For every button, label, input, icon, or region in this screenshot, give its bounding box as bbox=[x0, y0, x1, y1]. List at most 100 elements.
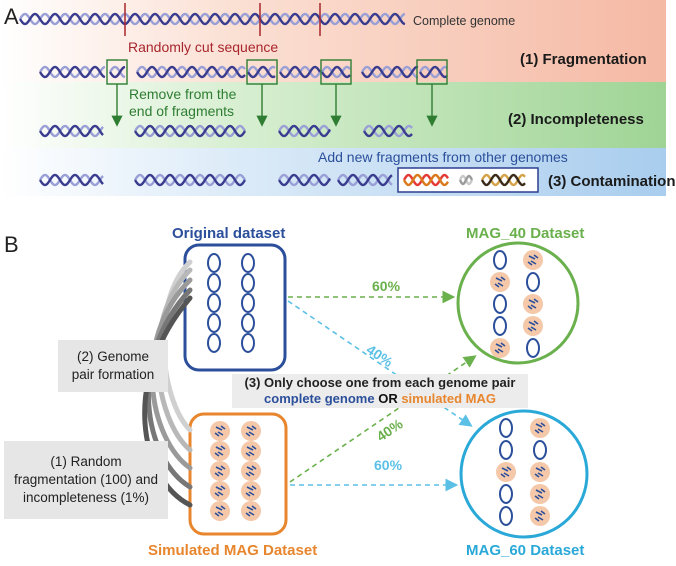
mag-icon bbox=[490, 338, 510, 358]
fragment-mark bbox=[495, 277, 503, 282]
mag-icon bbox=[523, 294, 543, 314]
mag-icon bbox=[530, 418, 550, 438]
choose-box: (3) Only choose one from each genome pai… bbox=[232, 374, 528, 408]
mag-icon bbox=[523, 250, 543, 270]
mag-icon bbox=[241, 421, 261, 441]
fragment-mark bbox=[217, 431, 224, 436]
fragment-mark bbox=[528, 321, 536, 326]
genome-icon bbox=[207, 253, 221, 273]
pct-simulated-to-mag60: 60% bbox=[374, 457, 403, 473]
fragment-mark bbox=[220, 465, 226, 470]
genome-icon bbox=[241, 273, 255, 293]
dna-strand bbox=[402, 173, 449, 187]
dna-strand bbox=[38, 65, 106, 79]
dna-strand bbox=[133, 173, 247, 187]
fragment-mark bbox=[251, 465, 257, 470]
fragment-mark bbox=[537, 516, 544, 521]
fragment-mark bbox=[535, 489, 543, 494]
genome-icon bbox=[241, 313, 255, 333]
fragment-mark bbox=[537, 472, 544, 477]
fragment-mark bbox=[535, 511, 543, 516]
genome-icon bbox=[499, 506, 513, 526]
mag60-title: MAG_60 Dataset bbox=[466, 542, 585, 559]
random-fragmentation-box: (1) Random fragmentation (100) and incom… bbox=[4, 441, 168, 519]
fragment-mark bbox=[220, 425, 226, 430]
fragment-mark bbox=[530, 260, 537, 265]
fragment-mark bbox=[214, 432, 220, 437]
fragment-mark bbox=[246, 486, 254, 491]
fragment-mark bbox=[245, 512, 251, 517]
fragmentation-label: (1) Fragmentation bbox=[520, 51, 647, 68]
complete-genome-label: Complete genome bbox=[413, 14, 516, 28]
fragment-mark bbox=[537, 494, 544, 499]
dna-strand bbox=[277, 124, 332, 138]
mag-icon bbox=[210, 441, 230, 461]
fragment-mark bbox=[251, 485, 257, 490]
remove-label-2: end of fragments bbox=[129, 103, 235, 119]
dna-strand bbox=[18, 12, 406, 26]
dna-strand bbox=[360, 65, 419, 79]
dna-strand bbox=[18, 12, 406, 26]
genome-icon bbox=[526, 272, 540, 292]
fragment-mark bbox=[246, 466, 254, 471]
removal-arrows bbox=[111, 84, 438, 127]
dna-strand bbox=[38, 124, 104, 138]
fragment-mark bbox=[215, 486, 223, 491]
fragment-mark bbox=[245, 432, 251, 437]
complete-genome-option: complete genome bbox=[264, 391, 375, 406]
remove-label-1: Remove from the bbox=[129, 86, 237, 102]
dna-strand bbox=[246, 65, 276, 79]
simulated-mag-option: simulated MAG bbox=[401, 391, 496, 406]
fragment-mark bbox=[217, 471, 224, 476]
fragment-mark bbox=[534, 495, 540, 500]
dna-strand bbox=[278, 65, 322, 79]
mag-icon bbox=[490, 272, 510, 292]
fragment-mark bbox=[527, 305, 533, 310]
dna-strand bbox=[277, 124, 332, 138]
mag-icon bbox=[241, 501, 261, 521]
fragment-mark bbox=[215, 466, 223, 471]
mag-icon bbox=[210, 461, 230, 481]
fragment-mark bbox=[527, 261, 533, 266]
fragment-mark bbox=[528, 299, 536, 304]
dna-strand bbox=[246, 65, 276, 79]
dna-strand bbox=[480, 173, 526, 187]
fragment-mark bbox=[530, 326, 537, 331]
mag-icon bbox=[530, 462, 550, 482]
dna-strand bbox=[336, 173, 393, 187]
contamination-label: (3) Contamination bbox=[548, 173, 676, 190]
fragment-mark bbox=[220, 445, 226, 450]
fragment-mark bbox=[215, 426, 223, 431]
add-fragments-label: Add new fragments from other genomes bbox=[318, 149, 568, 165]
genome-icon bbox=[493, 250, 507, 270]
genome-icon bbox=[526, 338, 540, 358]
dna-strand bbox=[277, 173, 332, 187]
or-word: OR bbox=[378, 391, 398, 406]
dna-strand bbox=[135, 65, 246, 79]
fragment-mark bbox=[245, 452, 251, 457]
fragment-mark bbox=[246, 446, 254, 451]
pct-original-to-mag40: 60% bbox=[372, 278, 401, 294]
dna-strand bbox=[108, 65, 126, 79]
genome-icon bbox=[207, 273, 221, 293]
mag-icon bbox=[241, 441, 261, 461]
incompleteness-label: (2) Incompleteness bbox=[508, 111, 644, 128]
dna-strand bbox=[418, 65, 448, 79]
mag-icon bbox=[530, 484, 550, 504]
mag40-title: MAG_40 Dataset bbox=[466, 225, 585, 242]
fragment-mark bbox=[540, 510, 546, 515]
fragment-mark bbox=[535, 423, 543, 428]
fragment-mark bbox=[251, 445, 257, 450]
mag-icon bbox=[241, 481, 261, 501]
dna-strand bbox=[133, 124, 247, 138]
genome-icon bbox=[207, 333, 221, 353]
mag-icon bbox=[210, 421, 230, 441]
mag-icon bbox=[210, 501, 230, 521]
fragment-mark bbox=[217, 491, 224, 496]
genome-icon bbox=[499, 484, 513, 504]
fragment-mark bbox=[537, 428, 544, 433]
mag-icon bbox=[530, 506, 550, 526]
fragment-mark bbox=[527, 327, 533, 332]
fragment-mark bbox=[540, 422, 546, 427]
